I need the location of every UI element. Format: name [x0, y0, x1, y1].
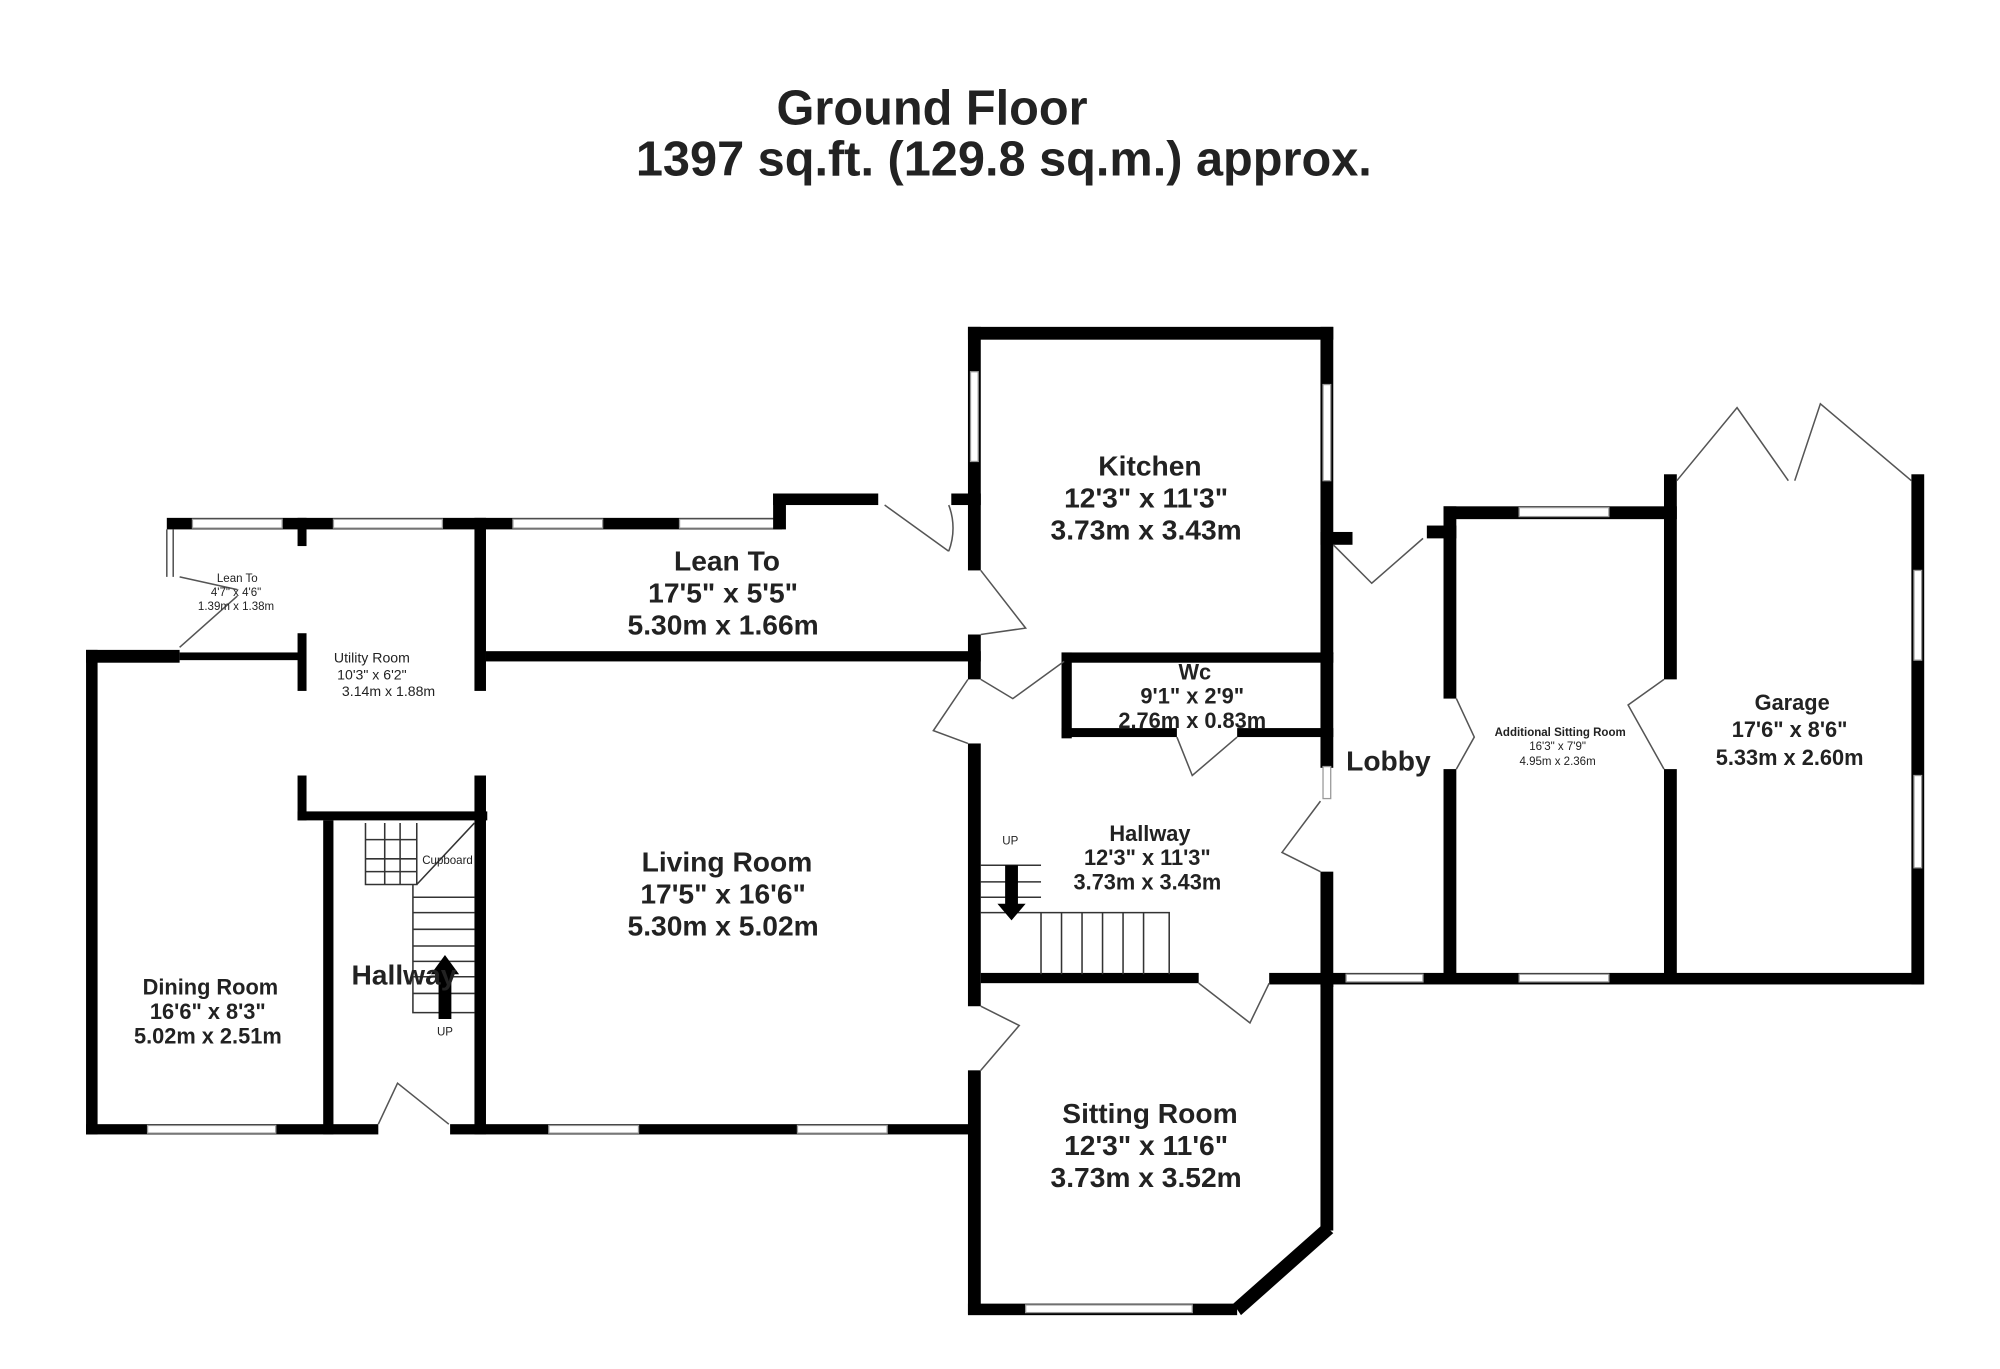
room-hallway-left: Hallway: [351, 958, 456, 990]
room-metric: 3.73m x 3.52m: [1051, 1161, 1242, 1193]
room-name: Living Room: [642, 846, 813, 878]
room-imperial: 17'5" x 5'5": [648, 576, 798, 608]
room-imperial: 9'1" x 2'9": [1140, 684, 1244, 709]
room-imperial: 12'3" x 11'3": [1084, 845, 1211, 870]
room-imperial: 16'6" x 8'3": [150, 999, 266, 1024]
room-imperial: 4'7" x 4'6": [211, 587, 261, 599]
room-metric: 3.73m x 3.43m: [1051, 514, 1242, 546]
doors: [166, 402, 1912, 1125]
room-metric: 2.76m x 0.83m: [1118, 708, 1266, 733]
room-name: Utility Room: [334, 650, 410, 666]
room-imperial: 17'6" x 8'6": [1732, 717, 1848, 742]
room-name: Hallway: [1109, 821, 1190, 846]
room-metric: 5.30m x 1.66m: [628, 609, 819, 641]
room-utility: Utility Room 10'3" x 6'2" 3.14m x 1.88m: [334, 650, 435, 699]
room-lobby: Lobby: [1346, 744, 1431, 776]
room-additional-sitting: Additional Sitting Room 16'3" x 7'9" 4.9…: [1495, 727, 1626, 768]
room-name: Sitting Room: [1062, 1097, 1237, 1129]
walls: [86, 326, 1925, 1316]
room-name: Kitchen: [1098, 450, 1201, 482]
room-kitchen: Kitchen 12'3" x 11'3" 3.73m x 3.43m: [1051, 450, 1242, 546]
room-labels: Kitchen 12'3" x 11'3" 3.73m x 3.43m Lean…: [134, 450, 1864, 1193]
room-metric: 3.14m x 1.88m: [342, 683, 435, 699]
room-metric: 3.73m x 3.43m: [1074, 870, 1222, 895]
room-imperial: 12'3" x 11'6": [1064, 1129, 1228, 1161]
room-metric: 5.02m x 2.51m: [134, 1023, 282, 1048]
room-imperial: 12'3" x 11'3": [1064, 482, 1228, 514]
room-name: Wc: [1179, 659, 1212, 684]
room-imperial: 17'5" x 16'6": [640, 878, 806, 910]
room-imperial: 10'3" x 6'2": [337, 666, 406, 682]
room-living: Living Room 17'5" x 16'6" 5.30m x 5.02m: [628, 846, 819, 942]
plan-area: 1397 sq.ft. (129.8 sq.m.) approx.: [636, 133, 1372, 187]
room-metric: 5.30m x 5.02m: [628, 910, 819, 942]
room-lean-to-small: Lean To 4'7" x 4'6" 1.39m x 1.38m: [198, 573, 274, 613]
room-metric: 1.39m x 1.38m: [198, 601, 274, 613]
room-sitting: Sitting Room 12'3" x 11'6" 3.73m x 3.52m: [1051, 1097, 1242, 1193]
stairs: [364, 822, 1170, 1020]
room-name: Dining Room: [143, 975, 279, 1000]
room-metric: 5.33m x 2.60m: [1716, 745, 1864, 770]
stairs-up-label-main: UP: [1002, 836, 1018, 848]
room-name: Additional Sitting Room: [1495, 727, 1626, 739]
room-name: Lean To: [217, 573, 258, 585]
stairs-up-label-left: UP: [437, 1027, 453, 1039]
room-imperial: 16'3" x 7'9": [1529, 741, 1586, 753]
room-hallway-main: Hallway 12'3" x 11'3" 3.73m x 3.43m: [1074, 821, 1222, 895]
room-name: Lean To: [674, 544, 780, 576]
plan-title: Ground Floor: [777, 81, 1088, 135]
room-wc: Wc 9'1" x 2'9" 2.76m x 0.83m: [1118, 659, 1266, 733]
arrow-up-icon: [430, 954, 460, 1020]
arrow-down-icon: [997, 865, 1026, 921]
room-garage: Garage 17'6" x 8'6" 5.33m x 2.60m: [1716, 690, 1864, 770]
room-name: Garage: [1755, 690, 1830, 715]
room-lean-to-large: Lean To 17'5" x 5'5" 5.30m x 1.66m: [628, 544, 819, 640]
cupboard-label: Cupboard: [422, 855, 473, 867]
room-metric: 4.95m x 2.36m: [1520, 756, 1596, 768]
room-dining: Dining Room 16'6" x 8'3" 5.02m x 2.51m: [134, 975, 282, 1049]
